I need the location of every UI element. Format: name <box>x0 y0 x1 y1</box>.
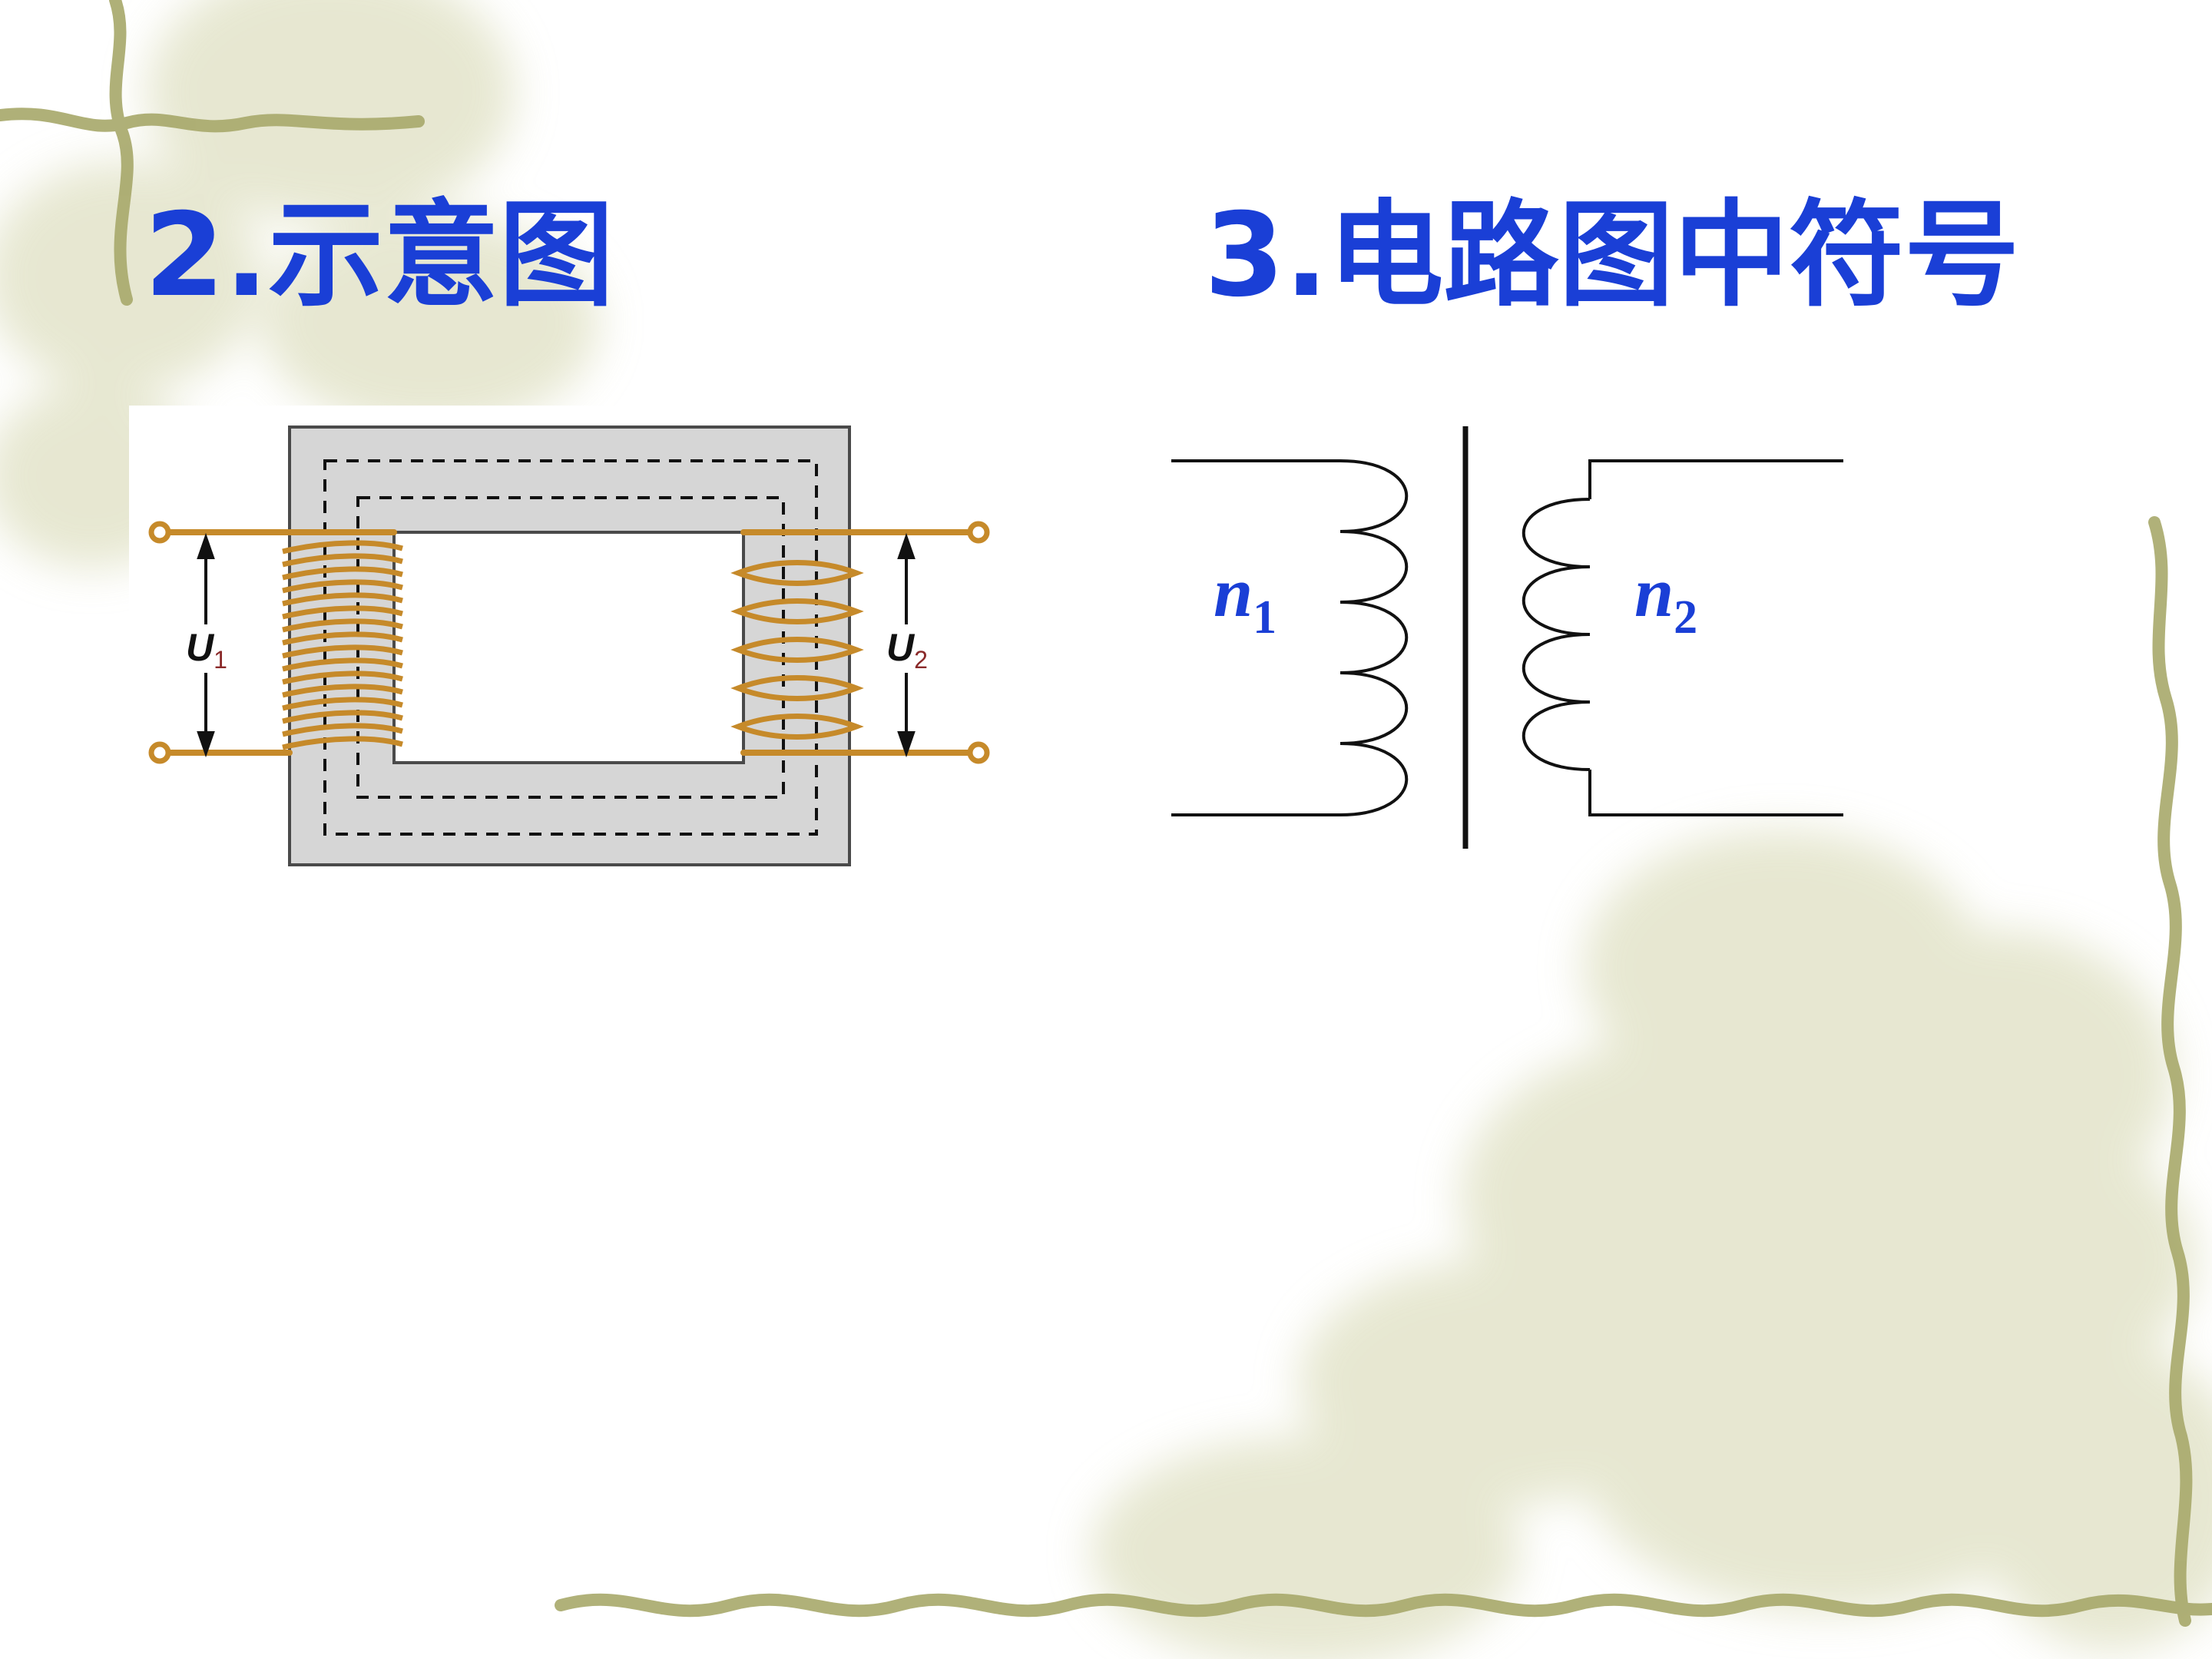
secondary-coil <box>730 560 864 740</box>
transformer-circuit-symbol: n1 n2 <box>1171 426 1843 849</box>
primary-voltage-label: U1 <box>186 626 227 674</box>
primary-turns-label: n1 <box>1214 553 1277 644</box>
primary-turns-symbol: n <box>1214 553 1253 631</box>
secondary-leads <box>740 529 977 756</box>
secondary-voltage-subscript: 2 <box>914 646 928 674</box>
transformer-schematic: U1 U2 <box>129 406 1028 874</box>
primary-terminal-bottom <box>148 741 171 764</box>
secondary-turns-symbol: n <box>1634 553 1674 631</box>
secondary-turns-label: n2 <box>1634 553 1697 644</box>
secondary-voltage-symbol: U <box>886 626 916 669</box>
secondary-turns-subscript: 2 <box>1674 591 1697 644</box>
secondary-voltage-arrow <box>897 532 916 758</box>
secondary-terminal-bottom <box>967 741 990 764</box>
secondary-voltage-label: U2 <box>886 626 928 674</box>
primary-voltage-arrow <box>197 532 215 758</box>
primary-voltage-subscript: 1 <box>214 646 227 674</box>
primary-turns-subscript: 1 <box>1253 591 1277 644</box>
primary-voltage-symbol: U <box>186 626 215 669</box>
secondary-winding <box>1522 459 1843 816</box>
secondary-terminal-top <box>967 521 990 544</box>
primary-leads <box>162 529 397 756</box>
primary-winding <box>1171 459 1409 816</box>
heading-schematic: 2.示意图 <box>144 189 614 323</box>
primary-terminal-top <box>148 521 171 544</box>
primary-coil <box>282 540 403 750</box>
iron-core <box>288 426 851 866</box>
heading-circuit-symbol: 3.电路图中符号 <box>1204 189 2020 323</box>
